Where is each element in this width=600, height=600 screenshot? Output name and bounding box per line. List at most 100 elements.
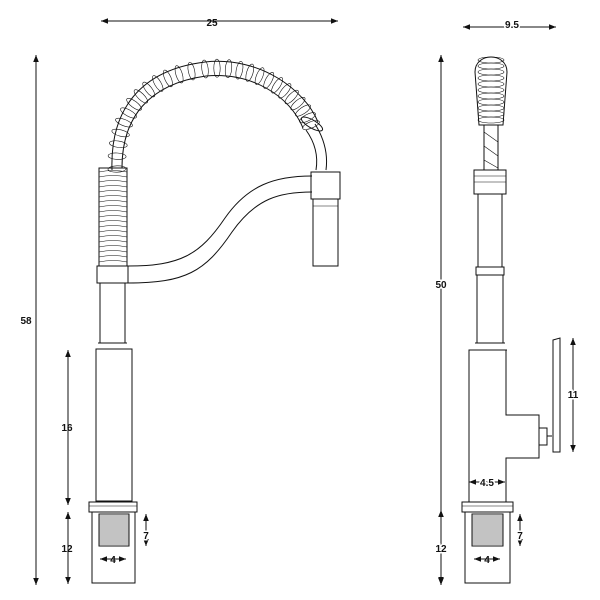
side-coil-loop: [477, 104, 505, 112]
front-thread-height-label: 7: [143, 531, 149, 542]
coil-loop: [142, 81, 156, 98]
hose-upper-inner: [305, 129, 318, 171]
spring-ring: [98, 185, 128, 188]
hose-upper: [314, 123, 328, 171]
front-width-dimension: 25: [101, 18, 338, 29]
front-total-height-dimension: 58: [20, 55, 39, 585]
side-coil-loop: [477, 98, 505, 106]
coil-loop: [284, 89, 299, 105]
side-base-width-dimension: 4: [474, 555, 500, 566]
spring-ring: [98, 250, 128, 253]
side-coil-loop: [477, 80, 505, 88]
spring-coil: [107, 58, 324, 173]
side-body-width-dimension: 4.5: [469, 477, 505, 491]
side-total-height-label: 50: [435, 280, 447, 291]
front-view: 25 58 16 12: [20, 18, 341, 585]
coil-loop: [254, 67, 265, 85]
side-faucet-base: [461, 501, 514, 584]
spring-ring: [98, 235, 128, 238]
side-base-width-label: 4: [484, 555, 490, 566]
coil-loop: [107, 152, 127, 160]
side-total-height-dimension: 50: [434, 55, 448, 585]
coil-end-cap: [300, 116, 324, 132]
side-upper-pipe: [476, 274, 504, 344]
spring-ring: [98, 215, 128, 218]
side-thread-height-dimension: 7: [516, 514, 525, 546]
side-coil-loop: [477, 56, 505, 64]
spring-ring: [98, 240, 128, 243]
coil-loop: [245, 63, 255, 82]
coil-loop: [187, 61, 196, 81]
side-coil-loop: [477, 74, 505, 82]
spring-ring: [98, 220, 128, 223]
coil-loop: [133, 89, 148, 104]
coil-loop: [111, 128, 130, 138]
spring-ring: [98, 255, 128, 258]
coil-loop: [295, 104, 312, 117]
side-coil-loop: [477, 86, 505, 94]
spring-ring: [98, 245, 128, 248]
spring-ring: [98, 200, 128, 203]
side-coil-loop: [477, 62, 505, 70]
coil-loop: [120, 107, 137, 119]
upper-pipe: [99, 282, 126, 344]
side-base-height-dimension: 12: [434, 510, 448, 584]
spring-ring: [98, 170, 128, 173]
coil-loop: [299, 112, 316, 124]
side-spring-coil: [474, 56, 508, 170]
front-body-height-dimension: 16: [61, 350, 73, 505]
side-base-height-label: 12: [435, 544, 447, 555]
spray-head: [310, 171, 341, 267]
spring-ring: [98, 210, 128, 213]
spring-ring: [98, 205, 128, 208]
side-width-label: 9.5: [505, 20, 519, 31]
coil-loop: [174, 65, 184, 84]
spout-arm-top: [127, 175, 313, 267]
side-lever-height-dimension: 11: [566, 338, 580, 452]
side-spray-head: [473, 169, 507, 276]
side-thread-height-label: 7: [517, 531, 523, 542]
side-width-dimension: 9.5: [463, 19, 556, 33]
spring-ring: [98, 180, 128, 183]
spring-ring: [98, 225, 128, 228]
coil-loop: [126, 98, 142, 111]
coil-loop: [235, 61, 244, 80]
front-base-width-dimension: 4: [100, 555, 126, 566]
side-view: 9.5 50 12 11: [434, 19, 580, 585]
faucet-base: [88, 501, 138, 584]
coil-loop: [224, 59, 233, 78]
coil-loop: [302, 120, 320, 130]
spring-ring: [98, 175, 128, 178]
front-thread-height-dimension: 7: [142, 514, 151, 546]
coil-loop: [107, 165, 127, 173]
side-lever-handle: [538, 337, 561, 453]
spout-arm-bottom: [127, 191, 313, 284]
faucet-body: [95, 348, 133, 502]
coil-loop: [162, 69, 173, 88]
spring-vertical-section: [98, 167, 128, 267]
front-width-label: 25: [206, 18, 218, 29]
coil-loop: [115, 117, 133, 128]
coil-loop: [278, 83, 292, 99]
side-coil-loop: [477, 68, 505, 76]
side-lever-height-label: 11: [568, 390, 579, 401]
coil-loop: [290, 96, 306, 111]
side-body-width-label: 4.5: [480, 478, 494, 489]
front-base-width-label: 4: [110, 555, 116, 566]
front-total-height-label: 58: [20, 316, 32, 327]
front-base-height-label: 12: [61, 544, 73, 555]
front-base-height-dimension: 12: [61, 512, 73, 584]
spring-ring: [98, 195, 128, 198]
spring-ring: [98, 260, 128, 263]
coil-loop: [201, 59, 209, 79]
side-coil-loop: [477, 110, 505, 118]
coil-loop: [213, 58, 221, 78]
coil-loop: [271, 77, 284, 94]
spring-ring: [98, 230, 128, 233]
front-body-height-label: 16: [61, 423, 73, 434]
coil-loop: [263, 71, 275, 89]
coil-loop: [109, 140, 128, 148]
side-coil-loop: [477, 92, 505, 100]
side-coil-loop: [477, 116, 505, 124]
